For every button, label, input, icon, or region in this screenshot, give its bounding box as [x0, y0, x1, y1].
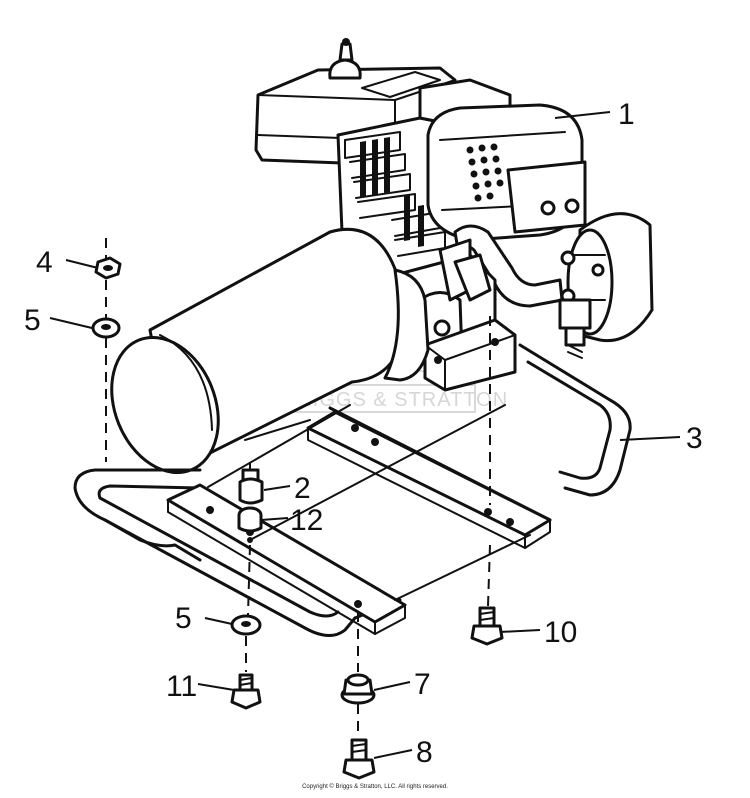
- part-4-nut: [94, 256, 122, 280]
- callout-7: 7: [414, 668, 431, 701]
- part-11-bolt: [230, 673, 262, 710]
- watermark-text: BRIGGS & STRATTON: [283, 389, 508, 411]
- callout-2: 2: [294, 472, 311, 505]
- callout-numbers: 1 2 3 4 5 5 7 8 10 11 12: [24, 98, 703, 769]
- callout-leaders: [49, 111, 681, 759]
- assembly-center-lines: [105, 238, 491, 738]
- callout-4: 4: [36, 246, 53, 279]
- part-2-isolator: [238, 468, 264, 505]
- copyright-notice: Copyright © Briggs & Stratton, LLC. All …: [302, 784, 448, 790]
- part-5-washer-lower: [230, 614, 262, 636]
- callout-3: 3: [686, 422, 703, 455]
- part-8-bolt: [342, 738, 376, 780]
- part-5-washer-upper: [91, 317, 121, 339]
- callout-8: 8: [416, 736, 433, 769]
- callout-5-lower: 5: [175, 602, 192, 635]
- alternator-housing: [110, 227, 430, 475]
- callout-11: 11: [166, 670, 197, 703]
- callout-5-upper: 5: [24, 304, 41, 337]
- part-12-spacer: [237, 506, 263, 543]
- engine-assembly: [254, 38, 654, 392]
- part-7-flange-nut: [340, 673, 376, 705]
- callout-12: 12: [290, 504, 323, 537]
- part-10-bolt: [470, 606, 504, 646]
- callout-10: 10: [544, 616, 577, 649]
- callout-1: 1: [618, 98, 635, 131]
